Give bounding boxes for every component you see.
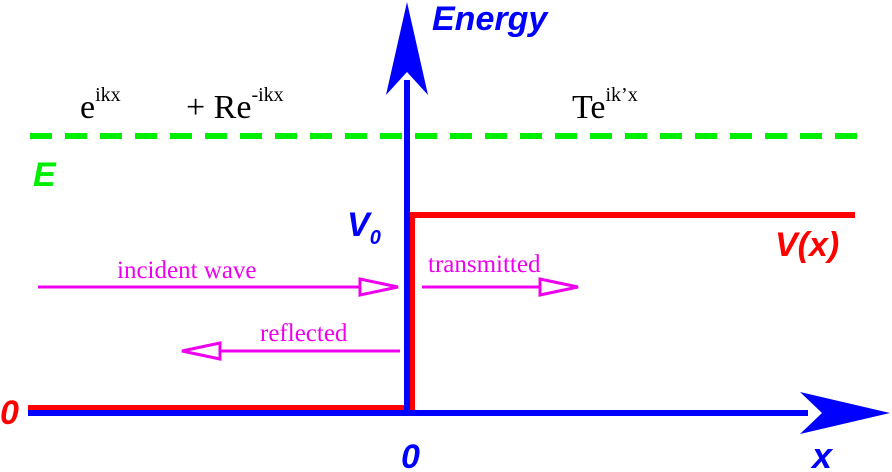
x-axis-label: x	[810, 435, 834, 472]
reflected-wavefunction: + Re-ikx	[186, 84, 284, 126]
transmitted-wavefunction-base: Te	[572, 89, 606, 126]
transmitted-wave-label: transmitted	[428, 251, 541, 278]
incident-wave-arrowhead	[358, 277, 399, 297]
v0-label-subscript: 0	[370, 227, 381, 249]
transmitted-wavefunction-exponent: ik’x	[606, 84, 638, 106]
incident-wavefunction-base: e	[80, 89, 95, 126]
incident-wavefunction: eikx	[80, 84, 121, 126]
energy-axis-label: Energy	[432, 0, 549, 38]
energy-level-label: E	[33, 156, 57, 194]
incident-wavefunction-exponent: ikx	[95, 84, 121, 106]
transmitted-wave-arrowhead	[538, 277, 579, 297]
reflected-wave-label: reflected	[260, 320, 348, 347]
v0-label-main: V	[347, 206, 373, 244]
x-axis-arrowhead	[800, 392, 890, 434]
reflected-wave-arrowhead	[181, 341, 222, 361]
reflected-wavefunction-base: + Re	[186, 89, 251, 126]
y-origin-label: 0	[0, 394, 19, 432]
potential-step-line	[28, 212, 855, 411]
incident-wave-label: incident wave	[117, 257, 257, 284]
potential-label: V(x)	[775, 226, 839, 264]
x-origin-label: 0	[401, 438, 420, 472]
v0-label: V0	[347, 206, 381, 249]
transmitted-wavefunction: Teik’x	[572, 84, 638, 126]
reflected-wavefunction-exponent: -ikx	[251, 84, 283, 106]
energy-axis-arrowhead	[386, 2, 428, 95]
